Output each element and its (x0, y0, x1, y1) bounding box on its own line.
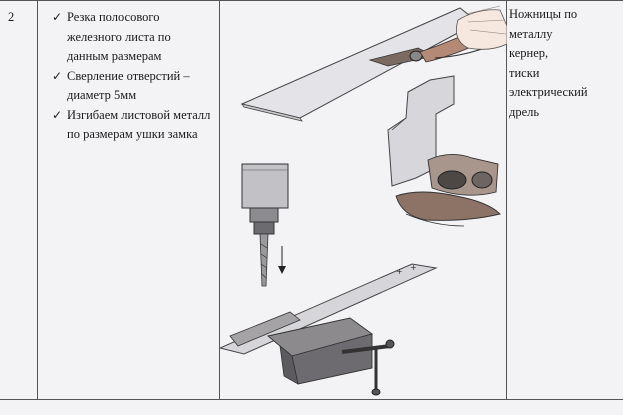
svg-text:+: + (396, 267, 403, 276)
operation-step-text: Сверление отверстий – диаметр 5мм (67, 68, 190, 103)
drill-bit-illustration (241, 163, 289, 287)
operation-step: ✓ Сверление отверстий – диаметр 5мм (52, 67, 214, 106)
checkmark-icon: ✓ (52, 10, 63, 24)
tools-line: электрический (509, 85, 588, 99)
metal-shears-cutting-strip-illustration (240, 5, 507, 122)
tools-line: металлу (509, 26, 553, 41)
table-border-bottom (0, 399, 623, 400)
column-divider-2 (219, 0, 220, 400)
operation-step: ✓ Изгибаем листовой металл по размерам у… (52, 106, 214, 145)
metal-strip-on-vise-illustration: + + (220, 263, 438, 396)
tools-line: тиски (509, 65, 540, 80)
illustration-panel: + + (220, 5, 507, 396)
operation-step: ✓ Резка полосового железного листа по да… (52, 8, 214, 67)
tools-line: дрель (509, 104, 540, 119)
checkmark-icon: ✓ (52, 107, 63, 122)
operation-step-text: Изгибаем листовой металл по размерам ушк… (67, 107, 211, 142)
svg-text:+: + (410, 263, 417, 272)
column-divider-1 (37, 0, 38, 400)
tools-cell: Ножницы по металлу кернер, тиски электри… (509, 5, 609, 122)
bent-lug-in-vise-illustration (387, 75, 501, 227)
step-number: 2 (8, 10, 15, 24)
column-divider-3 (506, 0, 507, 400)
tools-line: Ножницы по (509, 7, 578, 21)
operation-step-text: Резка полосового железного листа по данн… (67, 10, 171, 63)
checkmark-icon: ✓ (52, 68, 63, 83)
table-border-top (0, 0, 623, 1)
tools-line: кернер, (509, 46, 549, 60)
operation-steps-list: ✓ Резка полосового железного листа по да… (52, 8, 214, 145)
